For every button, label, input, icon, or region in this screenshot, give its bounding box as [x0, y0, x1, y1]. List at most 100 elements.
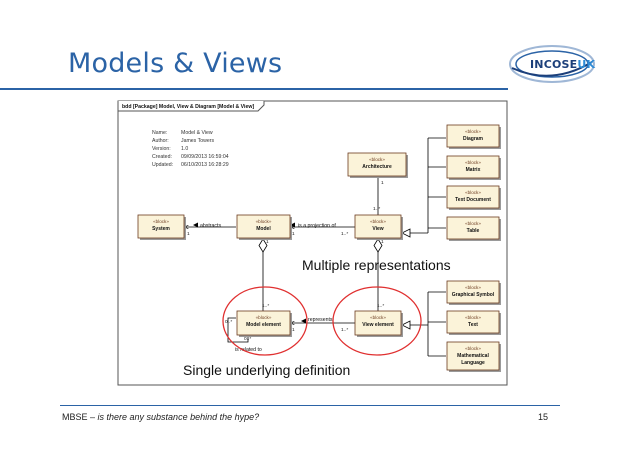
- block-table-name: Table: [467, 228, 480, 234]
- incose-logo: [509, 45, 595, 83]
- block-diagram-box: [446, 124, 500, 148]
- model-composition-diamond: [258, 238, 268, 253]
- mult-model-projection: 1: [292, 231, 295, 237]
- block-architecture-name: Architecture: [362, 164, 392, 170]
- block-view-element: «block» View element: [354, 310, 403, 337]
- blocks: «block»System«block»Model«block»View«blo…: [137, 124, 501, 372]
- block-graphical-symbol-name: Graphical Symbol: [452, 292, 495, 298]
- block-text-document-stereotype: «block»: [465, 190, 481, 195]
- logo-word-incose: INCOSE: [530, 58, 578, 71]
- highlight-view-element: [332, 286, 422, 356]
- block-architecture-stereotype: «block»: [369, 157, 385, 162]
- block-architecture: «block» Architecture: [347, 152, 408, 178]
- meta-value-author: James Towers: [181, 138, 214, 144]
- block-model-element: «block» Model element: [236, 310, 292, 337]
- meta-value-name: Model & View: [181, 130, 213, 136]
- footer-rule: [60, 405, 560, 406]
- mult-self-target: 0..*: [244, 336, 251, 342]
- meta-key-author: Author:: [152, 138, 169, 144]
- represents-direction-icon: [301, 318, 306, 324]
- block-view-box: [354, 214, 402, 239]
- logo-wordmark: INCOSEUK: [530, 58, 595, 71]
- incose-swirl-icon: [509, 45, 595, 83]
- block-mathematical-language-box: [446, 341, 500, 371]
- is-related-to-label: is related to: [235, 347, 262, 353]
- block-text-document-box: [446, 185, 500, 209]
- block-view-element-name: View element: [362, 322, 394, 328]
- mult-self-source: 0..*: [225, 319, 232, 325]
- block-view-stereotype: «block»: [370, 219, 386, 224]
- mult-model-element: 1..*: [262, 303, 269, 309]
- block-mathematical-language-name: Mathematical: [457, 353, 489, 359]
- block-model-name: Model: [256, 226, 271, 232]
- logo-word-uk: UK: [577, 58, 596, 71]
- block-text-stereotype: «block»: [465, 315, 481, 320]
- footer-prefix: MBSE –: [62, 412, 98, 422]
- block-text-box: [446, 310, 500, 334]
- block-matrix-stereotype: «block»: [465, 160, 481, 165]
- block-architecture-box: [347, 152, 407, 177]
- block-text-name: Text: [468, 322, 478, 328]
- meta-key-created: Created:: [152, 154, 172, 160]
- block-model-element-name: Model element: [246, 322, 281, 328]
- mult-view-composite: 1: [381, 239, 384, 245]
- title-rule: [0, 88, 508, 90]
- callout-single-definition: Single underlying definition: [183, 362, 351, 378]
- page-number: 15: [538, 412, 549, 422]
- block-mathematical-language-stereotype: «block»: [465, 346, 481, 351]
- block-system-box: [137, 214, 185, 239]
- block-view-element-stereotype: «block»: [370, 315, 386, 320]
- block-text-document-name: Text Document: [455, 197, 491, 203]
- view-composition-diamond: [373, 238, 383, 253]
- block-diagram: «block» Diagram: [446, 124, 501, 149]
- mult-view-element: 1..*: [377, 303, 384, 309]
- callout-multiple-representations: Multiple representations: [302, 257, 451, 273]
- slide-footer: MBSE – is there any substance behind the…: [62, 412, 259, 422]
- mult-view-projection: 1..*: [341, 231, 348, 237]
- association-labels: abstracts is a projection of represents …: [193, 222, 336, 353]
- meta-value-version: 1.0: [181, 146, 188, 152]
- mult-system: 1: [187, 231, 190, 237]
- block-view-name: View: [372, 226, 383, 232]
- metadata-note: Name: Model & View Author: James Towers …: [152, 130, 229, 168]
- block-model-box: [236, 214, 291, 239]
- block-matrix-name: Matrix: [466, 167, 481, 173]
- element-generalization-arrow: [401, 320, 411, 330]
- abstracts-direction-icon: [193, 222, 198, 228]
- frame-label: bdd [Package] Model, View & Diagram [Mod…: [122, 104, 254, 110]
- represents-label: represents: [308, 317, 333, 323]
- meta-key-name: Name:: [152, 130, 167, 136]
- block-model: «block» Model: [236, 214, 292, 240]
- diagram-frame: bdd [Package] Model, View & Diagram [Mod…: [117, 100, 508, 386]
- block-model-element-box: [236, 310, 291, 336]
- mult-model-composite: 1: [266, 239, 269, 245]
- block-system: «block»System: [137, 214, 186, 240]
- block-mathematical-language-name-line2: Language: [461, 360, 485, 366]
- block-graphical-symbol: «block» Graphical Symbol: [446, 280, 501, 305]
- block-matrix-box: [446, 155, 500, 179]
- meta-key-version: Version:: [152, 146, 171, 152]
- block-view-element-box: [354, 310, 402, 336]
- block-text: «block» Text: [446, 310, 501, 335]
- connectors: [185, 137, 446, 357]
- mult-model-element-represents: 1: [292, 327, 295, 333]
- block-text-document: «block» Text Document: [446, 185, 501, 210]
- block-model-element-stereotype: «block»: [256, 315, 272, 320]
- block-diagram-stereotype: «block»: [465, 129, 481, 134]
- footer-subtitle: is there any substance behind the hype?: [97, 412, 260, 422]
- block-graphical-symbol-stereotype: «block»: [465, 285, 481, 290]
- block-matrix: «block» Matrix: [446, 155, 501, 180]
- block-view: «block» View: [354, 214, 403, 240]
- highlight-rings: [222, 286, 422, 356]
- block-model-stereotype: «block»: [256, 219, 272, 224]
- mult-view-architecture: 1..*: [373, 206, 380, 212]
- block-system-name: System: [152, 226, 170, 232]
- block-diagram-name: Diagram: [463, 136, 484, 142]
- abstracts-label: abstracts: [200, 223, 221, 229]
- block-graphical-symbol-box: [446, 280, 500, 304]
- view-generalization-arrow: [401, 228, 411, 238]
- slide-title: Models & Views: [68, 48, 283, 79]
- projection-direction-icon: [290, 222, 295, 228]
- projection-label: is a projection of: [298, 223, 336, 229]
